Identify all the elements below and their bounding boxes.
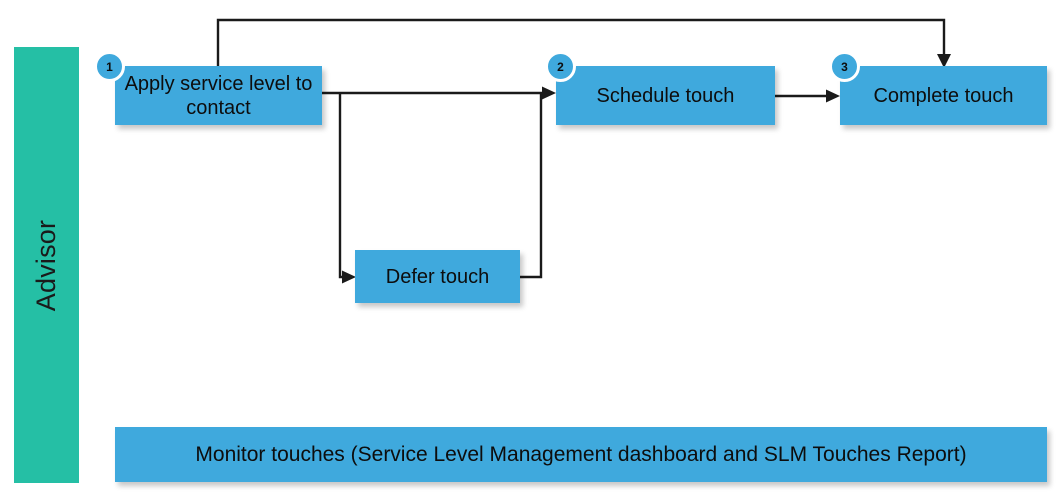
node-defer-touch[interactable]: Defer touch xyxy=(355,250,520,303)
step-badge-1: 1 xyxy=(94,51,125,82)
swimlane-label: Advisor xyxy=(31,219,61,311)
node-schedule-touch[interactable]: Schedule touch xyxy=(556,66,775,125)
step-badge-3: 3 xyxy=(829,51,860,82)
connector-apply-to-defer xyxy=(338,94,347,279)
arrowhead-complete xyxy=(826,89,840,103)
connector-defer-to-schedule xyxy=(520,93,543,279)
node-complete-touch[interactable]: Complete touch xyxy=(840,66,1047,125)
node-monitor-touches[interactable]: Monitor touches (Service Level Managemen… xyxy=(115,427,1047,482)
arrowhead-defer xyxy=(342,270,356,284)
node-apply-service-level[interactable]: Apply service level to contact xyxy=(115,66,322,125)
swimlane-advisor: Advisor xyxy=(14,47,79,483)
step-badge-2: 2 xyxy=(545,51,576,82)
arrowhead-schedule xyxy=(542,86,556,100)
